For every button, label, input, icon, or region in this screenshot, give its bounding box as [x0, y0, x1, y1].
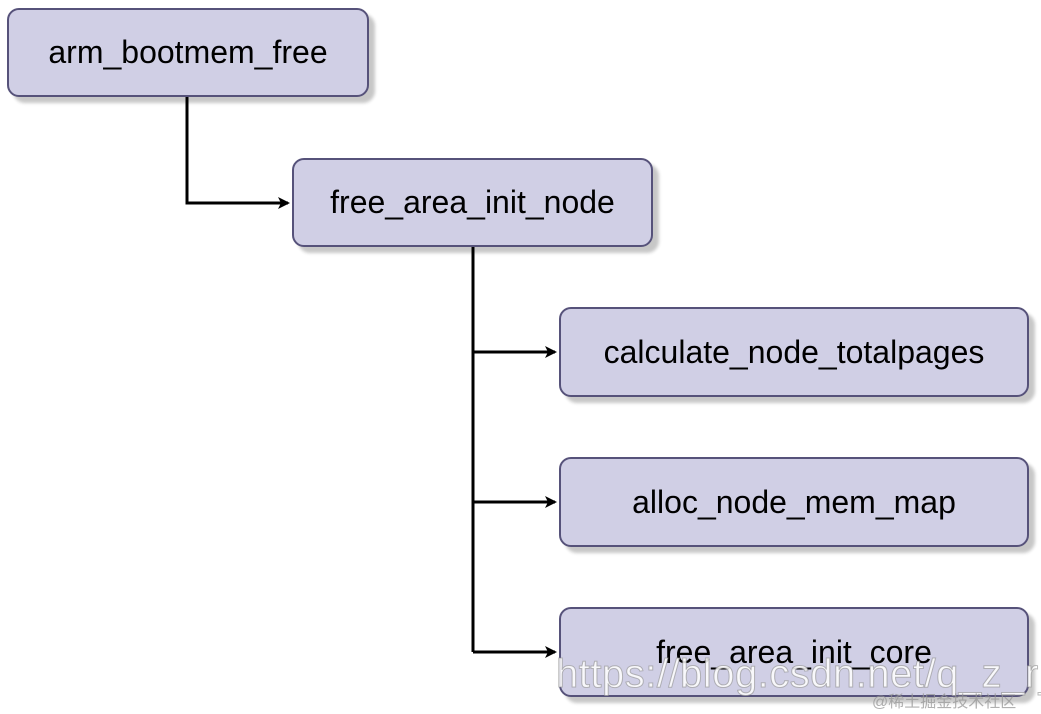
- node-arm_bootmem_free: arm_bootmem_free: [7, 8, 369, 97]
- node-free_area_init_core: free_area_init_core: [559, 607, 1029, 697]
- node-label: alloc_node_mem_map: [632, 483, 956, 520]
- node-label: free_area_init_node: [330, 184, 615, 220]
- node-label: calculate_node_totalpages: [603, 333, 985, 370]
- edge-arm_bootmem_free-to-free_area_init_node: [185, 97, 290, 209]
- node-calculate_node_totalpages: calculate_node_totalpages: [559, 307, 1029, 397]
- node-free_area_init_node: free_area_init_node: [292, 158, 653, 247]
- watermark-url: https://blog.csdn.net/q_z_r_s: [556, 652, 1041, 697]
- node-label: arm_bootmem_free: [48, 34, 328, 70]
- node-label: free_area_init_core: [656, 633, 932, 670]
- node-alloc_node_mem_map: alloc_node_mem_map: [559, 457, 1029, 547]
- watermark-community: @稀土掘金技术社区: [872, 694, 1017, 711]
